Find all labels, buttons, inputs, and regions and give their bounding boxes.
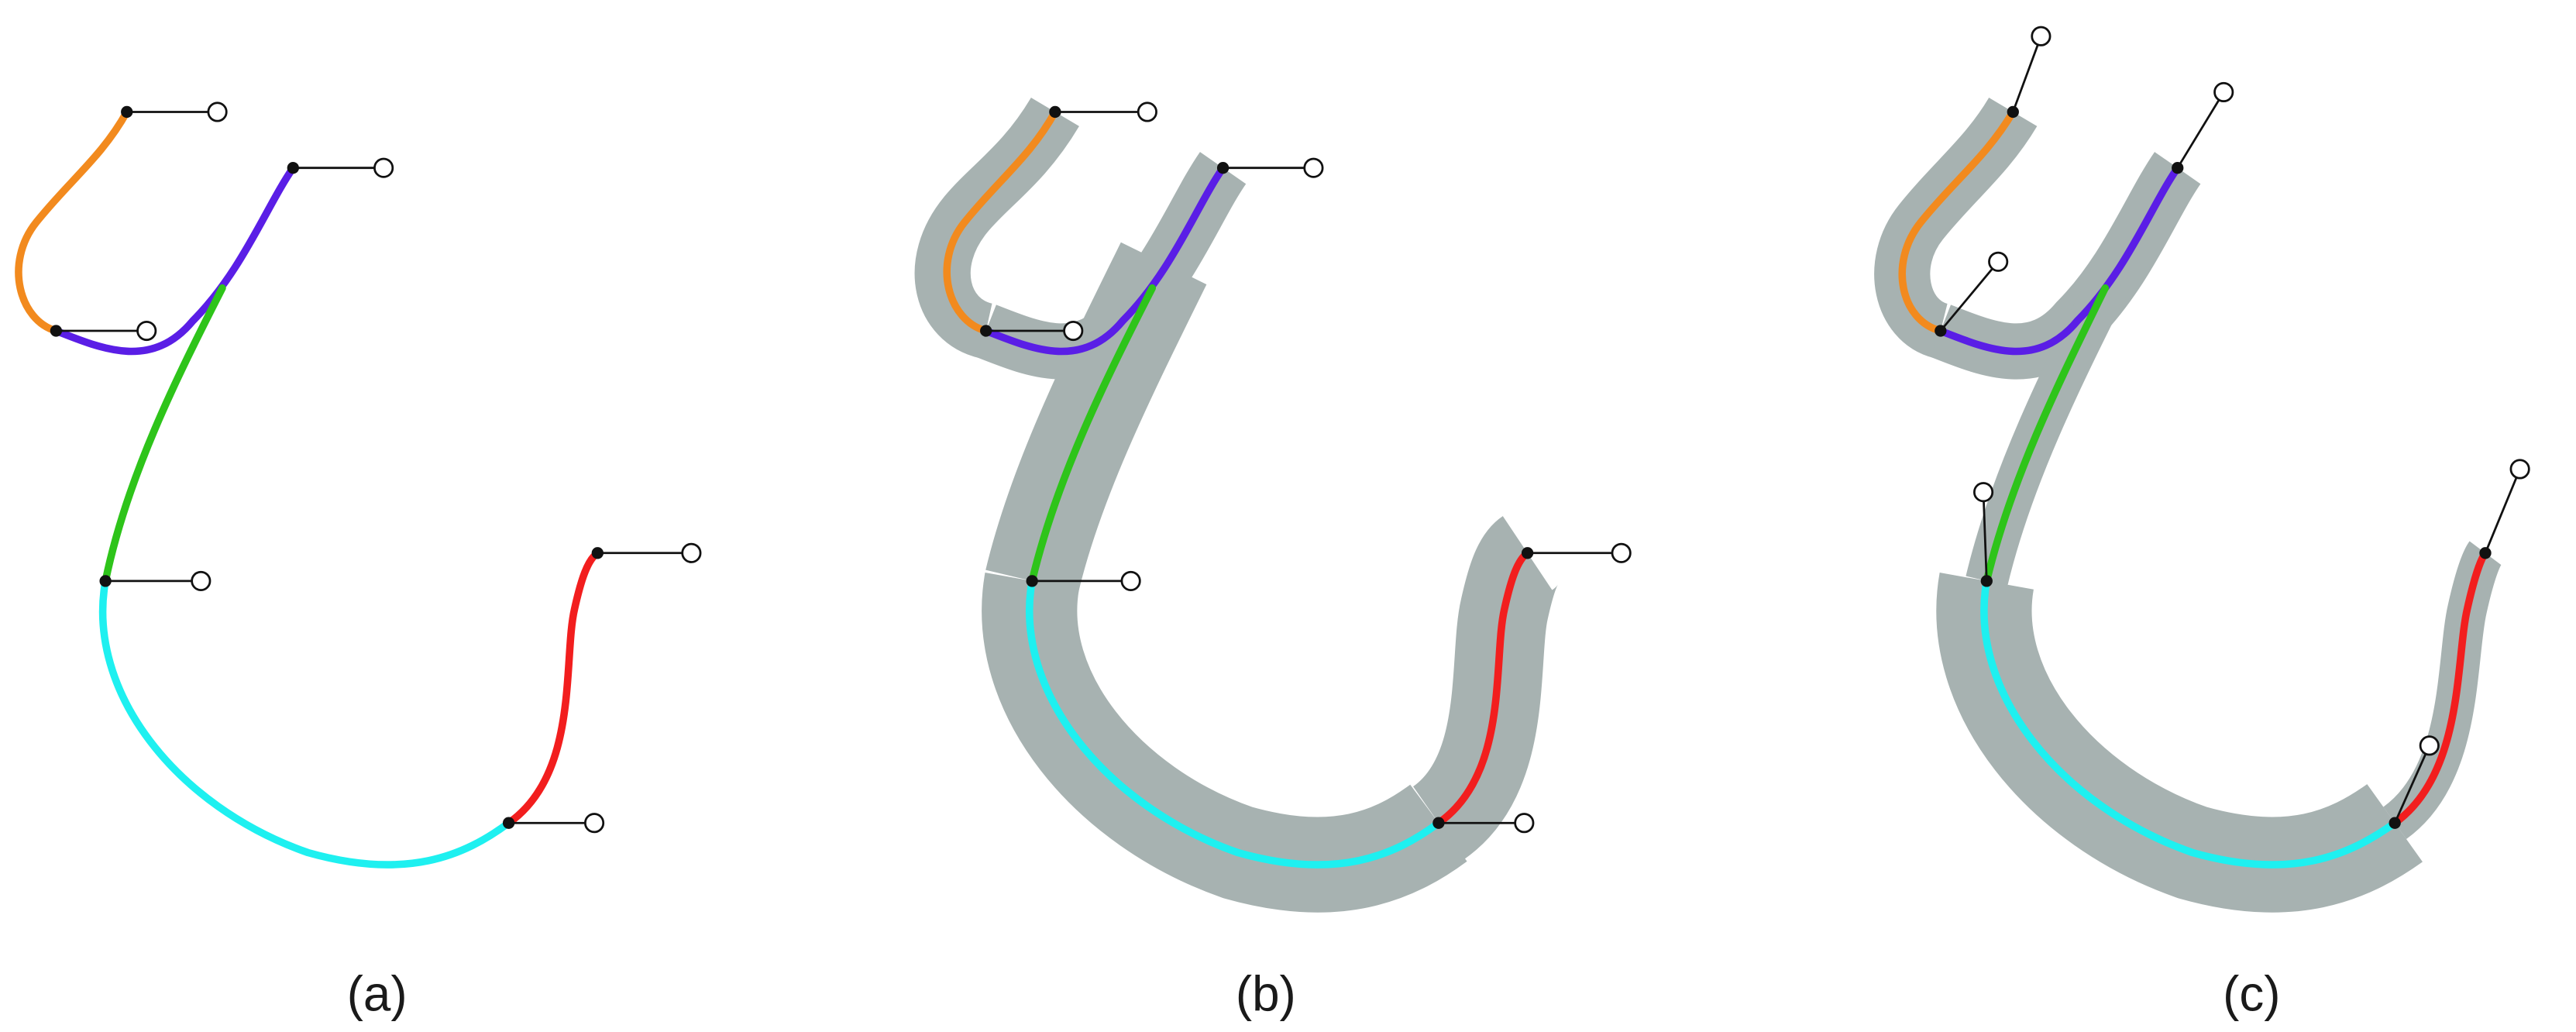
segment-purple (52, 163, 297, 356)
panel-a: (a) (15, 101, 702, 1021)
control-point-icon (681, 542, 702, 563)
segment-red (2391, 549, 2489, 827)
knot-icon (2172, 162, 2184, 174)
control-point-icon (191, 570, 212, 591)
knot-icon (1216, 162, 1230, 174)
knot-icon (1026, 575, 1038, 587)
handle (2484, 468, 2521, 554)
segment-orange (1898, 108, 2017, 335)
segment-cyan (1980, 577, 2399, 869)
knot-icon (591, 547, 604, 559)
knot-icon (2007, 105, 2019, 119)
control-point-icon (136, 320, 157, 342)
knot-icon (287, 162, 299, 174)
knot-icon (99, 575, 112, 587)
control-point-icon (1303, 157, 1324, 178)
segment-green (1028, 284, 1157, 585)
control-point-icon (2509, 459, 2530, 480)
control-point-icon (2419, 735, 2440, 756)
control-point-icon (1988, 251, 2009, 272)
knot-icon (2479, 547, 2492, 559)
segment-cyan (98, 577, 513, 869)
segment-red (1435, 549, 1532, 827)
segment-green (101, 284, 226, 585)
handle (2393, 745, 2431, 824)
handle (2176, 91, 2225, 169)
panel-label-b: (b) (1236, 965, 1296, 1021)
knot-icon (502, 817, 515, 829)
handles-b (985, 111, 1622, 824)
knots-b (980, 105, 1534, 829)
knot-icon (2389, 817, 2401, 829)
control-points-c (1972, 26, 2530, 756)
panel-label-a: (a) (347, 965, 408, 1021)
control-point-icon (1120, 570, 1141, 591)
segment-purple (982, 163, 1227, 356)
knot-icon (1521, 547, 1534, 559)
control-points-a (136, 101, 702, 834)
control-point-icon (2031, 26, 2052, 46)
segment-orange (943, 108, 1059, 335)
knot-icon (1980, 575, 1993, 587)
panel-c: (c) (1874, 26, 2530, 1021)
segment-cyan (1025, 577, 1443, 869)
knot-icon (1935, 325, 1947, 337)
handle (2012, 36, 2042, 112)
control-point-icon (1972, 482, 1994, 503)
knot-icon (1432, 817, 1445, 829)
handles-c (1939, 36, 2521, 824)
control-point-icon (1514, 813, 1535, 834)
handles-a (56, 111, 692, 824)
knot-icon (980, 325, 992, 337)
control-point-icon (373, 157, 394, 178)
control-point-icon (1137, 101, 1157, 122)
handle (1939, 260, 2000, 332)
control-point-icon (1063, 320, 1084, 342)
knot-icon (121, 105, 133, 119)
panel-label-c: (c) (2223, 965, 2280, 1021)
knots-c (1935, 105, 2492, 829)
control-points-b (1063, 101, 1632, 834)
knot-icon (50, 325, 63, 337)
knots-a (50, 105, 604, 829)
control-point-icon (2213, 81, 2234, 103)
segment-red (504, 549, 602, 827)
stroke-band-b (914, 97, 1560, 913)
segment-green (1983, 284, 2110, 585)
control-point-icon (207, 101, 228, 122)
handle (1982, 492, 1988, 581)
panel-b: (b) (914, 97, 1632, 1021)
segment-purple (1937, 163, 2182, 356)
control-point-icon (583, 813, 605, 834)
control-point-icon (1611, 542, 1632, 563)
segment-orange (15, 108, 131, 335)
knot-icon (1049, 105, 1061, 119)
